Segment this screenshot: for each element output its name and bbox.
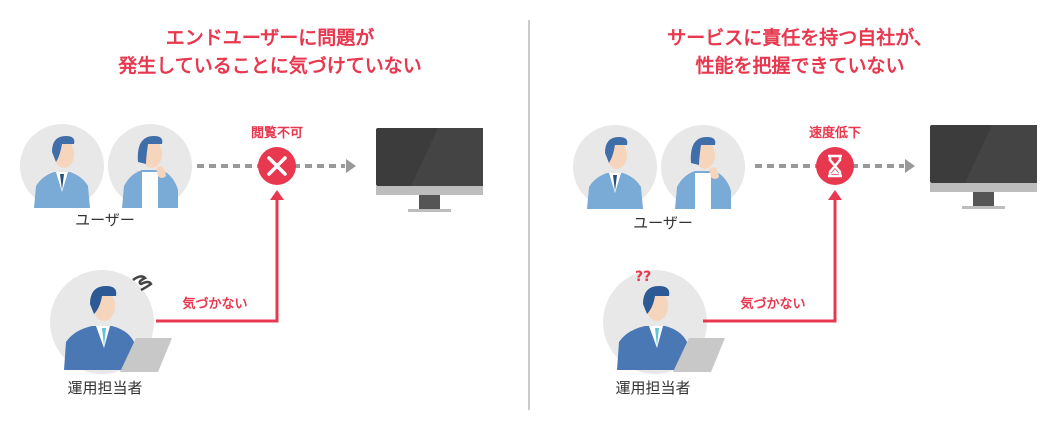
- spiral-confused-icon: [132, 275, 153, 292]
- x-icon: [258, 147, 296, 185]
- right-title-line2: 性能を把握できていない: [695, 54, 904, 77]
- right-panel: サービスに責任を持つ自社が、 性能を把握できていない ユーザー 速度低下 ?? …: [573, 26, 1037, 397]
- user-male-avatar: [20, 124, 104, 208]
- notice-line: [156, 198, 279, 323]
- arrow-head-icon: [905, 159, 915, 173]
- user-male-avatar: [573, 125, 657, 209]
- left-panel: エンドユーザーに問題が 発生していることに気づけていない ユーザー 閲覧不可 運…: [20, 26, 483, 397]
- monitor-icon: [376, 128, 483, 212]
- status-label: 閲覧不可: [251, 125, 303, 141]
- notice-line: [703, 198, 837, 323]
- question-marks-icon: ??: [635, 269, 651, 285]
- arrow-up-icon: [270, 190, 284, 200]
- users-label: ユーザー: [75, 211, 135, 229]
- user-female-avatar: [661, 125, 745, 209]
- operator-label: 運用担当者: [615, 379, 690, 397]
- left-title-line1: エンドユーザーに問題が: [166, 26, 375, 49]
- monitor-icon: [930, 125, 1037, 209]
- right-title-line1: サービスに責任を持つ自社が、: [667, 26, 933, 49]
- status-label: 速度低下: [809, 125, 861, 141]
- users-label: ユーザー: [633, 214, 693, 232]
- arrow-up-icon: [828, 190, 842, 200]
- operator-avatar: [50, 270, 172, 374]
- notice-label: 気づかない: [740, 296, 805, 312]
- operator-label: 運用担当者: [67, 379, 142, 397]
- user-female-avatar: [108, 124, 192, 208]
- notice-label: 気づかない: [182, 296, 247, 312]
- arrow-head-icon: [346, 159, 356, 173]
- hourglass-icon: [816, 147, 854, 185]
- left-title-line2: 発生していることに気づけていない: [117, 54, 421, 77]
